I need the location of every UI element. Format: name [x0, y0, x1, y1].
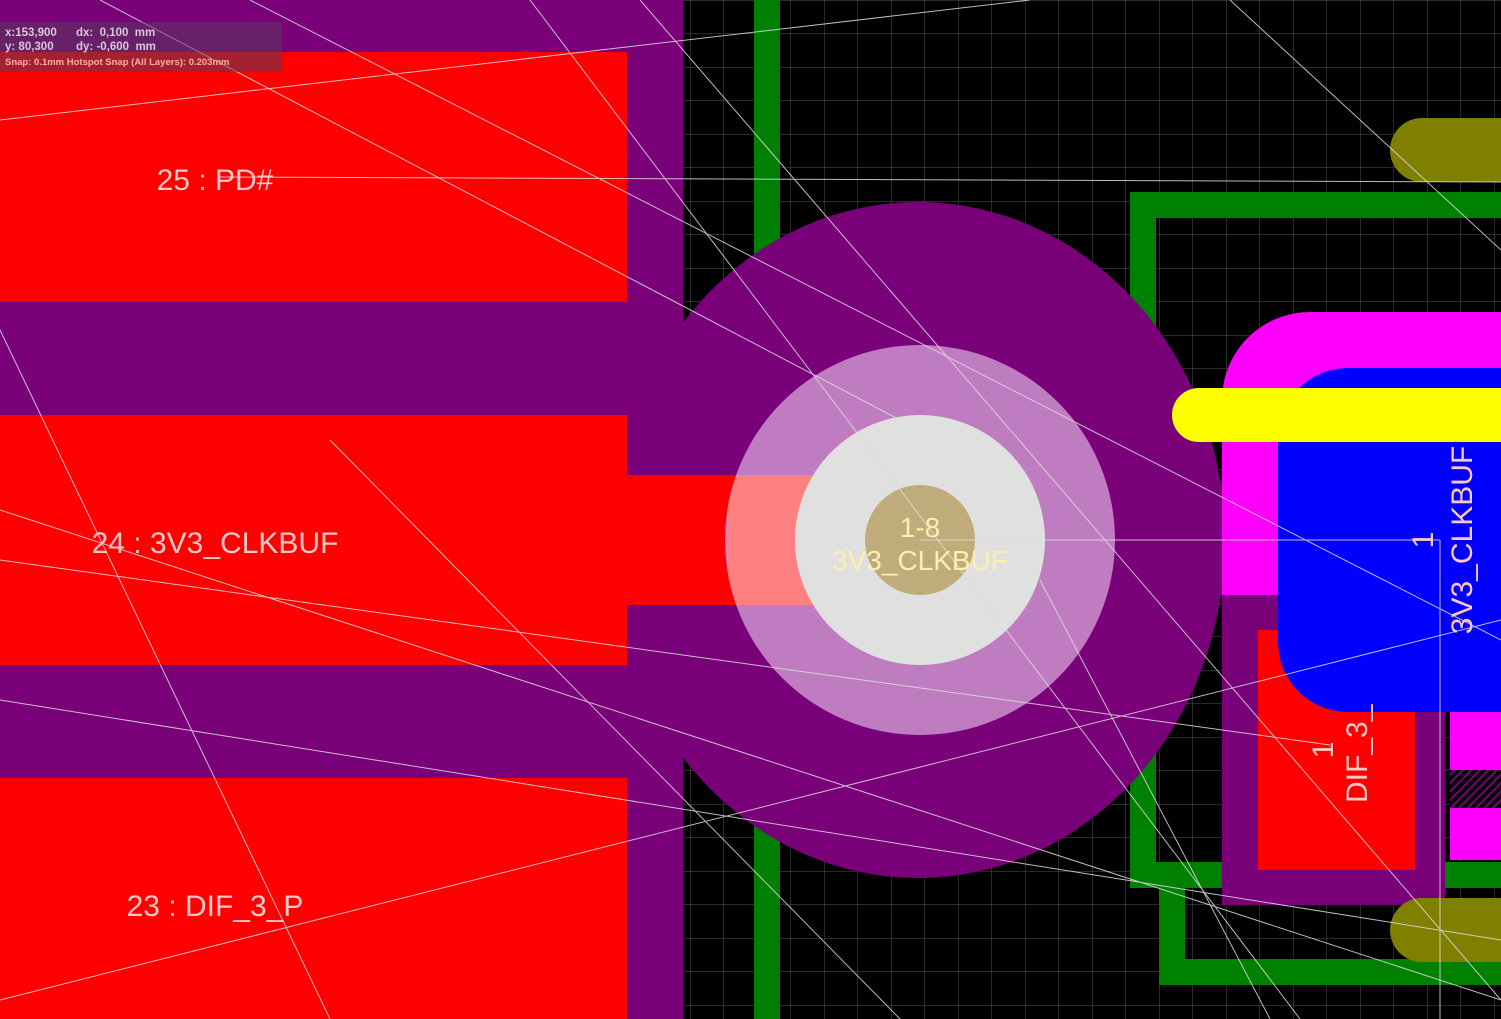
pad-24[interactable] — [0, 415, 627, 665]
via-net: 3V3_CLKBUF — [832, 545, 1008, 576]
pad-dif3-pin: 1 — [1307, 742, 1340, 759]
pad-23-label: 23 : DIF_3_P — [127, 890, 304, 923]
via-designator: 1-8 — [900, 512, 940, 543]
pad-olive-bottom[interactable] — [1390, 898, 1501, 962]
pad-25-label: 25 : PD# — [157, 164, 274, 197]
pad-3v3-net: 3V3_CLKBUF — [1446, 446, 1479, 634]
dx-coordinate: dx: 0,100 mm — [76, 27, 156, 39]
pad-olive-top[interactable] — [1390, 118, 1501, 182]
snap-info: Snap: 0.1mm Hotspot Snap (All Layers): 0… — [5, 57, 230, 68]
pad-dif3-net: DIF_3_ — [1341, 703, 1374, 803]
y-coordinate: y: 80,300 — [5, 41, 54, 53]
pad-3v3-pin: 1 — [1407, 532, 1440, 549]
x-coordinate: x:153,900 — [5, 27, 57, 39]
overlay-line — [1172, 388, 1501, 442]
pad-23[interactable] — [0, 778, 627, 1019]
dy-coordinate: dy: -0,600 mm — [76, 41, 156, 53]
coordinate-readout: x:153,900 dx: 0,100 mm y: 80,300 dy: -0,… — [0, 22, 282, 72]
pad-24-label: 24 : 3V3_CLKBUF — [92, 527, 339, 560]
